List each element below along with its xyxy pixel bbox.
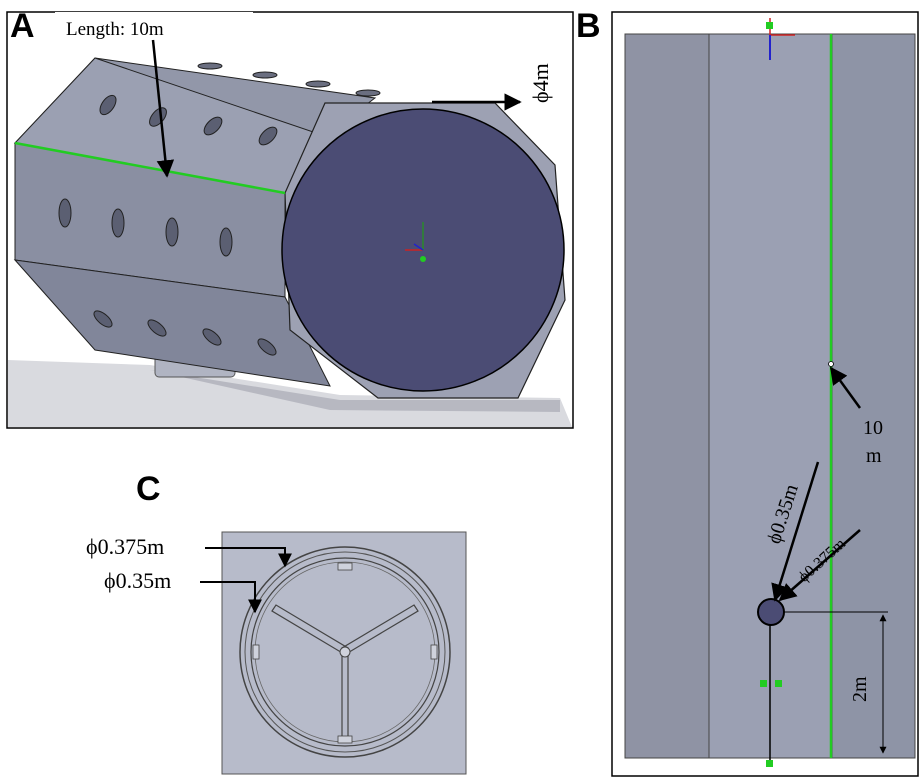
slot bbox=[305, 80, 331, 88]
hole bbox=[258, 126, 278, 146]
slot bbox=[252, 71, 278, 79]
b-left-strip bbox=[624, 33, 710, 759]
panel-a-letter: A bbox=[10, 7, 35, 45]
b-offset-label: 2m bbox=[849, 676, 871, 702]
panel-c bbox=[200, 531, 467, 775]
panel-b-letter: B bbox=[576, 7, 601, 45]
b-length-label-1: 10 bbox=[863, 417, 883, 439]
prism-bottom-face bbox=[13, 259, 331, 387]
hole bbox=[202, 328, 222, 346]
hole bbox=[111, 208, 125, 238]
panel-c-letter: C bbox=[136, 470, 161, 508]
slot bbox=[197, 62, 223, 70]
top-slot-row bbox=[197, 62, 381, 97]
panel-a bbox=[6, 11, 574, 429]
b-outer-diameter-arrow bbox=[778, 529, 861, 602]
panel-b bbox=[611, 11, 919, 777]
hole bbox=[58, 198, 72, 228]
c-outer-diameter-leader bbox=[205, 547, 292, 568]
hole bbox=[93, 310, 113, 328]
hole bbox=[149, 107, 167, 127]
c-outer-diameter-label: ϕ0.375m bbox=[86, 534, 165, 559]
hole bbox=[147, 319, 167, 337]
c-inner-diameter-leader bbox=[200, 581, 262, 614]
c-inner-diameter-label: ϕ0.35m bbox=[104, 568, 172, 593]
c-hub bbox=[339, 646, 351, 658]
a-length-label: Length: 10m bbox=[66, 19, 164, 40]
hole bbox=[99, 94, 117, 116]
hole bbox=[165, 217, 179, 247]
c-mount-tabs bbox=[252, 562, 438, 744]
hole bbox=[257, 338, 277, 356]
b-length-label-2: m bbox=[866, 445, 882, 467]
b-axis-triad-icon bbox=[766, 18, 795, 60]
axis-triad-icon bbox=[405, 222, 426, 262]
b-length-arrow bbox=[829, 366, 862, 409]
ground-shadow bbox=[150, 370, 560, 412]
b-pipe-circle bbox=[757, 598, 785, 626]
middle-hole-row bbox=[58, 198, 233, 257]
c-outer-ring bbox=[239, 546, 451, 758]
b-origin-markers bbox=[760, 680, 782, 767]
diameter-label-box bbox=[523, 26, 571, 121]
c-inner-ring bbox=[250, 557, 440, 747]
a-diameter-label: ϕ4m bbox=[528, 63, 553, 103]
hole bbox=[219, 227, 233, 257]
b-inner-diameter-arrow bbox=[771, 461, 820, 602]
length-highlight-line bbox=[14, 141, 286, 195]
length-arrow bbox=[151, 39, 175, 178]
lower-hole-row bbox=[93, 310, 277, 356]
c-outer-ring-inner-edge bbox=[244, 551, 446, 753]
upper-hole-row bbox=[99, 94, 278, 146]
length-label-box bbox=[55, 12, 253, 44]
slot bbox=[355, 89, 381, 97]
hole bbox=[203, 116, 223, 136]
